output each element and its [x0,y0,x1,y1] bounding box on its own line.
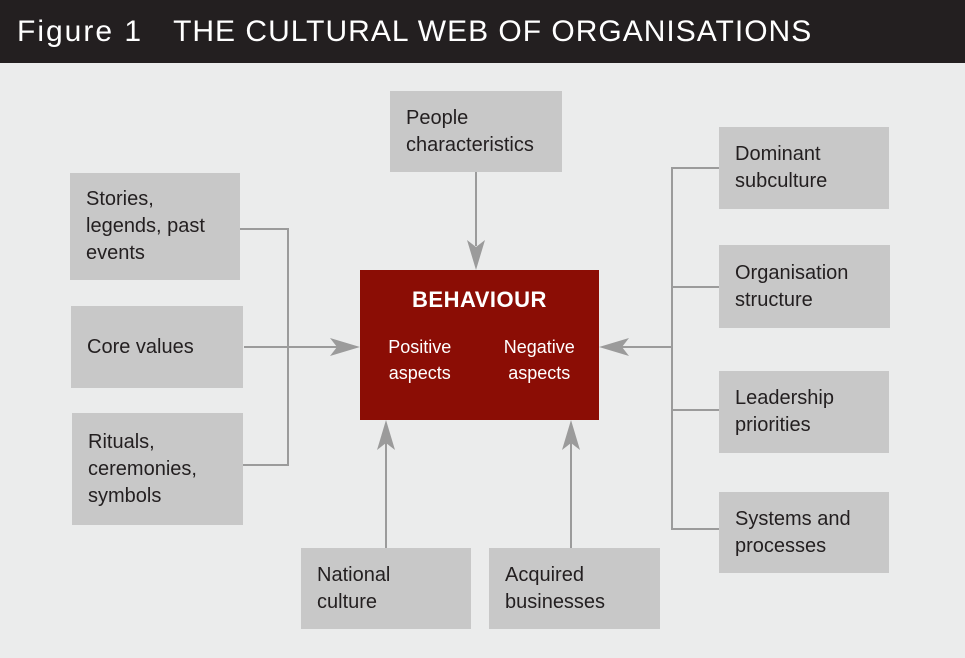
node-rituals-ceremonies-symbols: Rituals, ceremonies, symbols [72,413,243,525]
connector-right-main-line [621,346,673,348]
arrowhead-right-icon [330,338,360,356]
node-people-characteristics: People characteristics [390,91,562,172]
node-label: Dominant subculture [735,143,828,192]
node-label: Acquired businesses [505,563,606,613]
figure-title: THE CULTURAL WEB OF ORGANISATIONS [173,14,813,48]
connector-rituals-stub [243,464,289,466]
node-leadership-priorities: Leadership priorities [719,371,889,453]
behaviour-box: BEHAVIOUR Positive aspects Negative aspe… [360,270,599,420]
connector-leadership-stub [672,409,719,411]
connector-systems-stub [672,528,719,530]
arrowhead-left-icon [599,338,629,356]
aspects-row: Positive aspects Negative aspects [360,334,599,386]
node-label: Leadership priorities [735,387,834,436]
negative-aspects-label: Negative aspects [503,337,575,383]
node-label: Rituals, ceremonies, symbols [88,430,197,507]
node-label: Stories, legends, past events [86,188,205,264]
positive-aspects-label: Positive aspects [388,337,452,383]
connector-left-main-line [244,346,338,348]
node-label: Systems and processes [735,507,851,557]
node-national-culture: National culture [301,548,471,629]
connector-acquired-line [570,440,572,548]
connector-people-line [475,172,477,246]
behaviour-title: BEHAVIOUR [412,287,547,312]
arrowhead-down-icon [467,240,485,270]
figure-header: Figure 1 THE CULTURAL WEB OF ORGANISATIO… [0,0,965,63]
node-acquired-businesses: Acquired businesses [489,548,660,629]
node-label: Organisation structure [735,261,849,311]
node-systems-and-processes: Systems and processes [719,492,889,573]
node-dominant-subculture: Dominant subculture [719,127,889,209]
connector-stories-stub [240,228,289,230]
node-organisation-structure: Organisation structure [719,245,890,328]
connector-right-vertical [671,167,673,530]
node-label: National culture [317,563,391,613]
connector-national-line [385,440,387,548]
figure-number-label: Figure 1 [17,14,144,48]
arrowhead-up-acquired-icon [562,420,580,450]
node-label: Core values [87,335,194,358]
node-core-values: Core values [71,306,243,388]
connector-org-structure-stub [672,286,719,288]
node-stories-legends-past-events: Stories, legends, past events [70,173,240,280]
node-label: People characteristics [406,106,534,156]
connector-dominant-stub [672,167,719,169]
arrowhead-up-national-icon [377,420,395,450]
